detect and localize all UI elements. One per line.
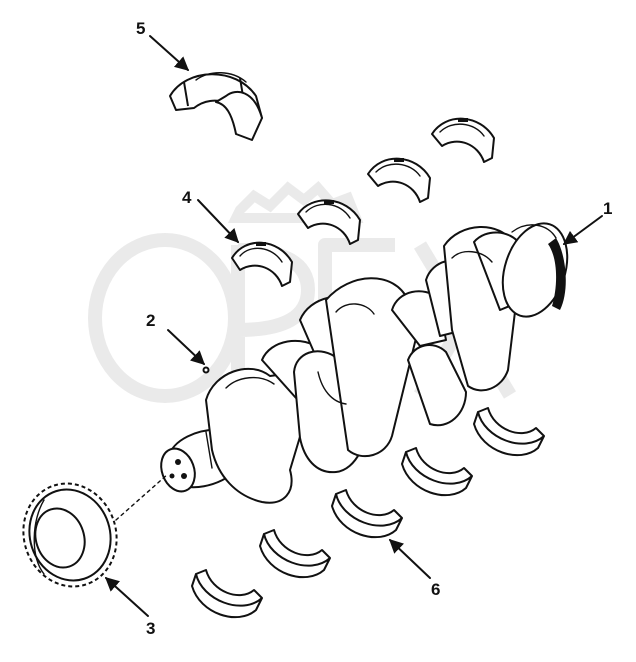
lower-bearing-shell-c [331,489,403,539]
upper-bearing-shell-c [367,157,431,203]
callout-3: 3 [146,619,155,638]
thrust-bearing [169,72,263,141]
leader-arrow-5 [149,35,190,71]
leader-arrow-3 [104,577,149,617]
upper-bearing-shell-d [431,117,495,163]
upper-bearing-shell-b [297,199,361,245]
crankshaft [160,222,569,504]
callout-5: 5 [136,19,145,38]
leader-arrow-4 [197,199,239,244]
crankshaft-gear [22,482,118,588]
callout-6: 6 [431,580,440,599]
lower-bearing-shell-d [401,447,473,497]
lower-bearing-shell-b [259,529,331,579]
upper-bearing-shell-a [231,241,293,287]
lower-bearing-shell-e [473,407,545,457]
leader-arrow-1 [562,215,603,245]
leader-arrow-6 [388,539,431,579]
callout-4: 4 [182,188,192,207]
callout-2: 2 [146,311,155,330]
leader-arrow-2 [167,329,206,365]
lower-bearing-shell-a [191,569,263,619]
callout-1: 1 [603,199,612,218]
